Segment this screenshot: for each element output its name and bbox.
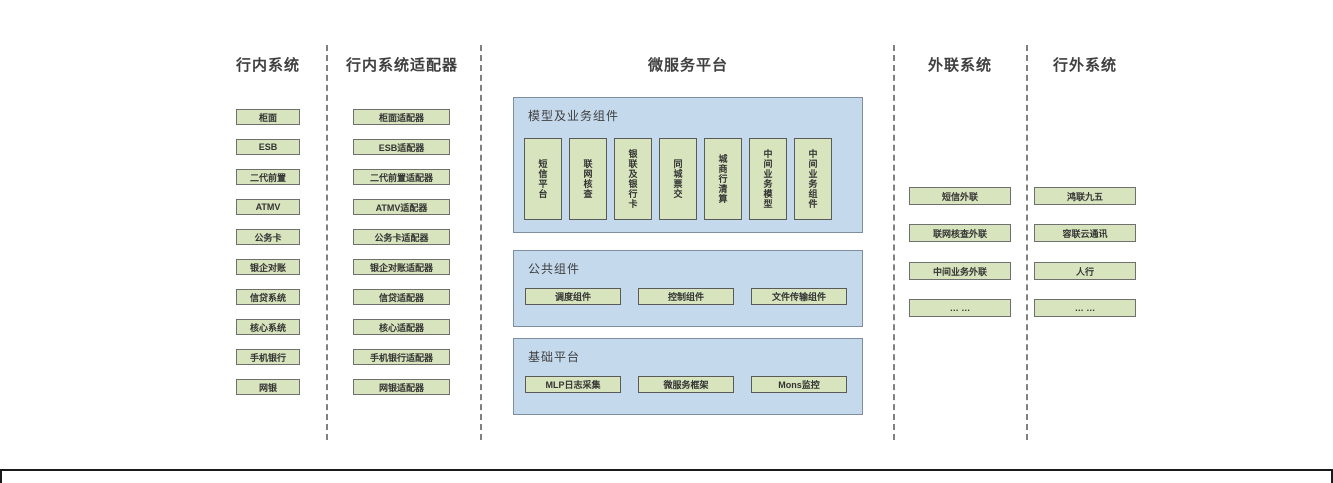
- adapter-box: 信贷适配器: [353, 289, 450, 305]
- component-box: 短信平台: [524, 138, 562, 220]
- component-box: MLP日志采集: [525, 376, 621, 393]
- internal-system-box: 二代前置: [236, 169, 300, 185]
- component-box: 同城票交: [659, 138, 697, 220]
- column-title-external-link-systems: 外联系统: [927, 57, 992, 74]
- internal-system-box: 公务卡: [236, 229, 300, 245]
- external-link-box: 短信外联: [909, 187, 1011, 205]
- internal-system-box: 网银: [236, 379, 300, 395]
- component-box: 控制组件: [638, 288, 734, 305]
- adapter-box: 柜面适配器: [353, 109, 450, 125]
- component-box: 文件传输组件: [751, 288, 847, 305]
- column-title-internal-adapters: 行内系统适配器: [345, 57, 458, 74]
- column-divider-4: [1026, 45, 1028, 440]
- internal-system-box: 手机银行: [236, 349, 300, 365]
- external-link-box: 联网核查外联: [909, 224, 1011, 242]
- component-box: Mons监控: [751, 376, 847, 393]
- internal-system-box: 信贷系统: [236, 289, 300, 305]
- section-title: 公共组件: [528, 262, 581, 276]
- outside-system-box: 容联云通讯: [1034, 224, 1136, 242]
- component-box: 中间业务组件: [794, 138, 832, 220]
- internal-system-box: 银企对账: [236, 259, 300, 275]
- outside-system-box: … …: [1034, 299, 1136, 317]
- adapter-box: 公务卡适配器: [353, 229, 450, 245]
- column-divider-2: [480, 45, 482, 440]
- column-title-internal-systems: 行内系统: [235, 57, 300, 74]
- adapter-box: 核心适配器: [353, 319, 450, 335]
- page-frame-bottom-line: [0, 469, 1333, 471]
- column-title-microservice-platform: 微服务平台: [647, 57, 728, 74]
- column-divider-1: [326, 45, 328, 440]
- section-base-platform: 基础平台 MLP日志采集 微服务框架 Mons监控: [513, 338, 863, 415]
- section-model-business-components: 模型及业务组件 短信平台 联网核查 银联及银行卡 同城票交 城商行清算 中间业务…: [513, 97, 863, 233]
- internal-system-box: 核心系统: [236, 319, 300, 335]
- section-title: 模型及业务组件: [528, 109, 620, 123]
- adapter-box: 手机银行适配器: [353, 349, 450, 365]
- page-frame-left-stub: [0, 469, 2, 483]
- adapter-box: ESB适配器: [353, 139, 450, 155]
- component-box: 联网核查: [569, 138, 607, 220]
- external-link-box: 中间业务外联: [909, 262, 1011, 280]
- section-common-components: 公共组件 调度组件 控制组件 文件传输组件: [513, 250, 863, 327]
- internal-system-box: ATMV: [236, 199, 300, 215]
- adapter-box: 网银适配器: [353, 379, 450, 395]
- external-link-box: … …: [909, 299, 1011, 317]
- outside-system-box: 鸿联九五: [1034, 187, 1136, 205]
- component-box: 调度组件: [525, 288, 621, 305]
- adapter-box: ATMV适配器: [353, 199, 450, 215]
- internal-system-box: 柜面: [236, 109, 300, 125]
- component-box: 中间业务模型: [749, 138, 787, 220]
- component-box: 银联及银行卡: [614, 138, 652, 220]
- column-title-outside-systems: 行外系统: [1052, 57, 1117, 74]
- column-divider-3: [893, 45, 895, 440]
- component-box: 城商行清算: [704, 138, 742, 220]
- page-frame-right-stub: [1331, 469, 1333, 483]
- adapter-box: 二代前置适配器: [353, 169, 450, 185]
- outside-system-box: 人行: [1034, 262, 1136, 280]
- component-box: 微服务框架: [638, 376, 734, 393]
- section-title: 基础平台: [528, 350, 581, 364]
- internal-system-box: ESB: [236, 139, 300, 155]
- adapter-box: 银企对账适配器: [353, 259, 450, 275]
